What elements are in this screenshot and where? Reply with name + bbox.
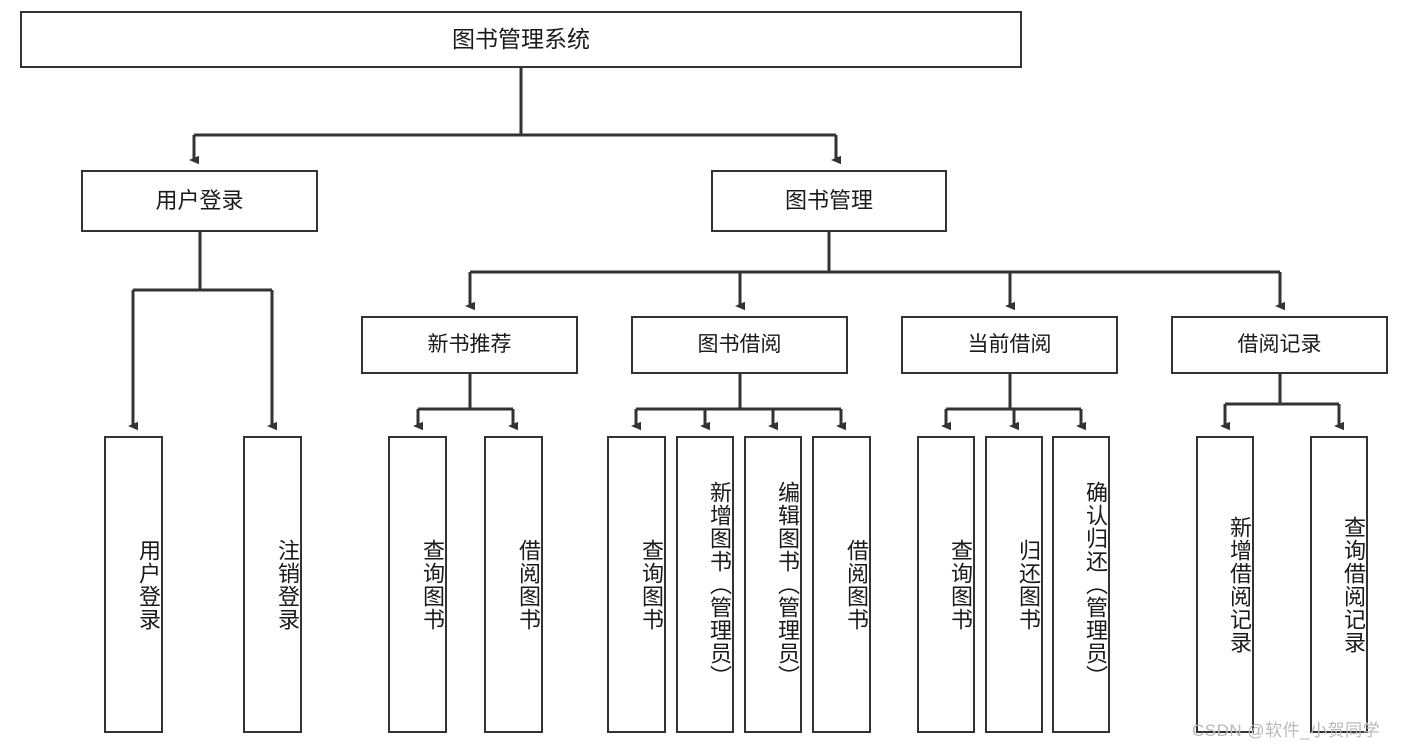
leaf-query-record[interactable]: 查询借阅记录 — [1310, 436, 1368, 733]
leaf-edit-book[interactable]: 编辑图书（管理员） — [744, 436, 802, 733]
node-book-borrow[interactable]: 图书借阅 — [631, 316, 848, 374]
leaf-borrow-book-2-label: 借阅图书 — [844, 538, 869, 631]
leaf-confirm-return-label: 确认归还（管理员） — [1083, 481, 1108, 688]
leaf-query-book-2[interactable]: 查询图书 — [607, 436, 666, 733]
leaf-user-login-label: 用户登录 — [136, 538, 161, 631]
leaf-query-book-1[interactable]: 查询图书 — [388, 436, 447, 733]
node-current-borrow-label: 当前借阅 — [967, 332, 1052, 356]
leaf-query-book-3[interactable]: 查询图书 — [917, 436, 975, 733]
node-current-borrow[interactable]: 当前借阅 — [901, 316, 1118, 374]
node-new-book-rec[interactable]: 新书推荐 — [361, 316, 578, 374]
leaf-add-record[interactable]: 新增借阅记录 — [1196, 436, 1254, 733]
node-book-borrow-label: 图书借阅 — [697, 332, 782, 356]
leaf-add-book-label: 新增图书（管理员） — [707, 481, 732, 688]
leaf-logout[interactable]: 注销登录 — [243, 436, 302, 733]
leaf-add-book[interactable]: 新增图书（管理员） — [676, 436, 734, 733]
node-root-label: 图书管理系统 — [452, 25, 590, 52]
leaf-user-login[interactable]: 用户登录 — [104, 436, 163, 733]
leaf-return-book-label: 归还图书 — [1016, 538, 1041, 631]
leaf-borrow-book-2[interactable]: 借阅图书 — [812, 436, 871, 733]
node-user-login[interactable]: 用户登录 — [81, 170, 318, 232]
leaf-confirm-return[interactable]: 确认归还（管理员） — [1052, 436, 1110, 733]
leaf-query-book-2-label: 查询图书 — [639, 538, 664, 631]
leaf-query-book-1-label: 查询图书 — [420, 538, 445, 631]
leaf-logout-label: 注销登录 — [275, 538, 300, 631]
node-book-manage[interactable]: 图书管理 — [711, 170, 947, 232]
leaf-edit-book-label: 编辑图书（管理员） — [775, 481, 800, 688]
leaf-borrow-book-1[interactable]: 借阅图书 — [484, 436, 543, 733]
csdn-watermark: CSDN @软件_小贺同学 — [1192, 721, 1381, 740]
leaf-return-book[interactable]: 归还图书 — [985, 436, 1043, 733]
node-root[interactable]: 图书管理系统 — [20, 11, 1022, 68]
node-borrow-record-label: 借阅记录 — [1237, 332, 1322, 356]
node-book-manage-label: 图书管理 — [784, 188, 873, 214]
node-new-book-rec-label: 新书推荐 — [427, 332, 512, 356]
leaf-query-record-label: 查询借阅记录 — [1341, 515, 1366, 654]
node-borrow-record[interactable]: 借阅记录 — [1171, 316, 1388, 374]
leaf-query-book-3-label: 查询图书 — [948, 538, 973, 631]
leaf-add-record-label: 新增借阅记录 — [1227, 515, 1252, 654]
leaf-borrow-book-1-label: 借阅图书 — [516, 538, 541, 631]
node-user-login-label: 用户登录 — [155, 188, 244, 214]
